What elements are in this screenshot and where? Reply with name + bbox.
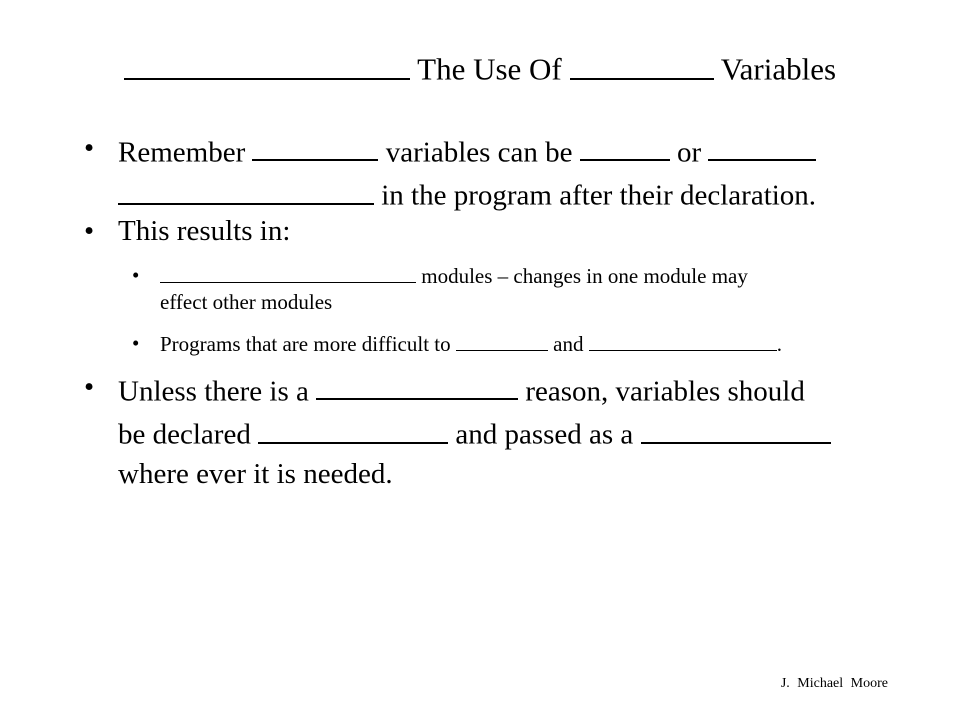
bullet-remember: Remember variables can be or in the prog… <box>84 129 898 216</box>
bullet-unless-text-5: where ever it is needed. <box>118 457 393 490</box>
sub-bullet-programs: Programs that are more difficult to and … <box>132 330 860 357</box>
bullet-unless-text-1: Unless there is a <box>118 375 309 408</box>
title-blank-2 <box>569 45 714 80</box>
sub-bullet-modules-line-1: modules – changes in one module may <box>160 262 860 289</box>
blank-unless-2 <box>258 411 449 444</box>
title-text-2: Variables <box>720 51 837 87</box>
title-blank-1 <box>123 45 410 80</box>
bullet-results: This results in: <box>84 212 898 251</box>
sub-bullet-modules-text-2: effect other modules <box>160 289 333 314</box>
blank-programs-2 <box>588 330 777 351</box>
bullet-remember-text-1: Remember <box>118 136 246 169</box>
sub-bullet-modules-text-1: modules – changes in one module may <box>421 263 748 288</box>
blank-programs-1 <box>455 330 548 351</box>
bullet-remember-line-1: Remember variables can be or <box>118 129 898 172</box>
blank-remember-3 <box>708 129 817 162</box>
bullet-unless-line-2: be declared and passed as a <box>118 411 898 454</box>
blank-unless-1 <box>316 368 519 401</box>
bullet-remember-text-3: or <box>677 136 702 169</box>
bullet-unless-text-4: and passed as a <box>455 418 634 451</box>
sub-bullet-programs-text-3: . <box>776 331 782 356</box>
blank-modules <box>160 262 416 283</box>
blank-remember-4 <box>118 172 374 205</box>
bullet-unless-line-1: Unless there is a reason, variables shou… <box>118 368 898 411</box>
blank-remember-1 <box>252 129 379 162</box>
blank-unless-3 <box>640 411 831 444</box>
author-footer: J. Michael Moore <box>780 676 888 691</box>
slide-title: The Use Of Variables <box>0 45 960 90</box>
bullet-remember-line-2: in the program after their declaration. <box>118 172 898 215</box>
title-text-1: The Use Of <box>417 51 562 87</box>
sub-bullet-programs-line: Programs that are more difficult to and … <box>160 330 860 357</box>
bullet-unless-text-3: be declared <box>118 418 251 451</box>
sub-bullet-programs-text-2: and <box>553 331 584 356</box>
bullet-unless: Unless there is a reason, variables shou… <box>84 368 898 494</box>
bullet-results-text: This results in: <box>118 215 291 247</box>
bullet-remember-text-4: in the program after their declaration. <box>381 179 817 212</box>
blank-remember-2 <box>579 129 670 162</box>
sub-bullet-modules: modules – changes in one module may effe… <box>132 262 860 315</box>
bullet-unless-text-2: reason, variables should <box>525 375 805 408</box>
bullet-remember-text-2: variables can be <box>385 136 573 169</box>
sub-bullet-programs-text-1: Programs that are more difficult to <box>160 331 451 356</box>
